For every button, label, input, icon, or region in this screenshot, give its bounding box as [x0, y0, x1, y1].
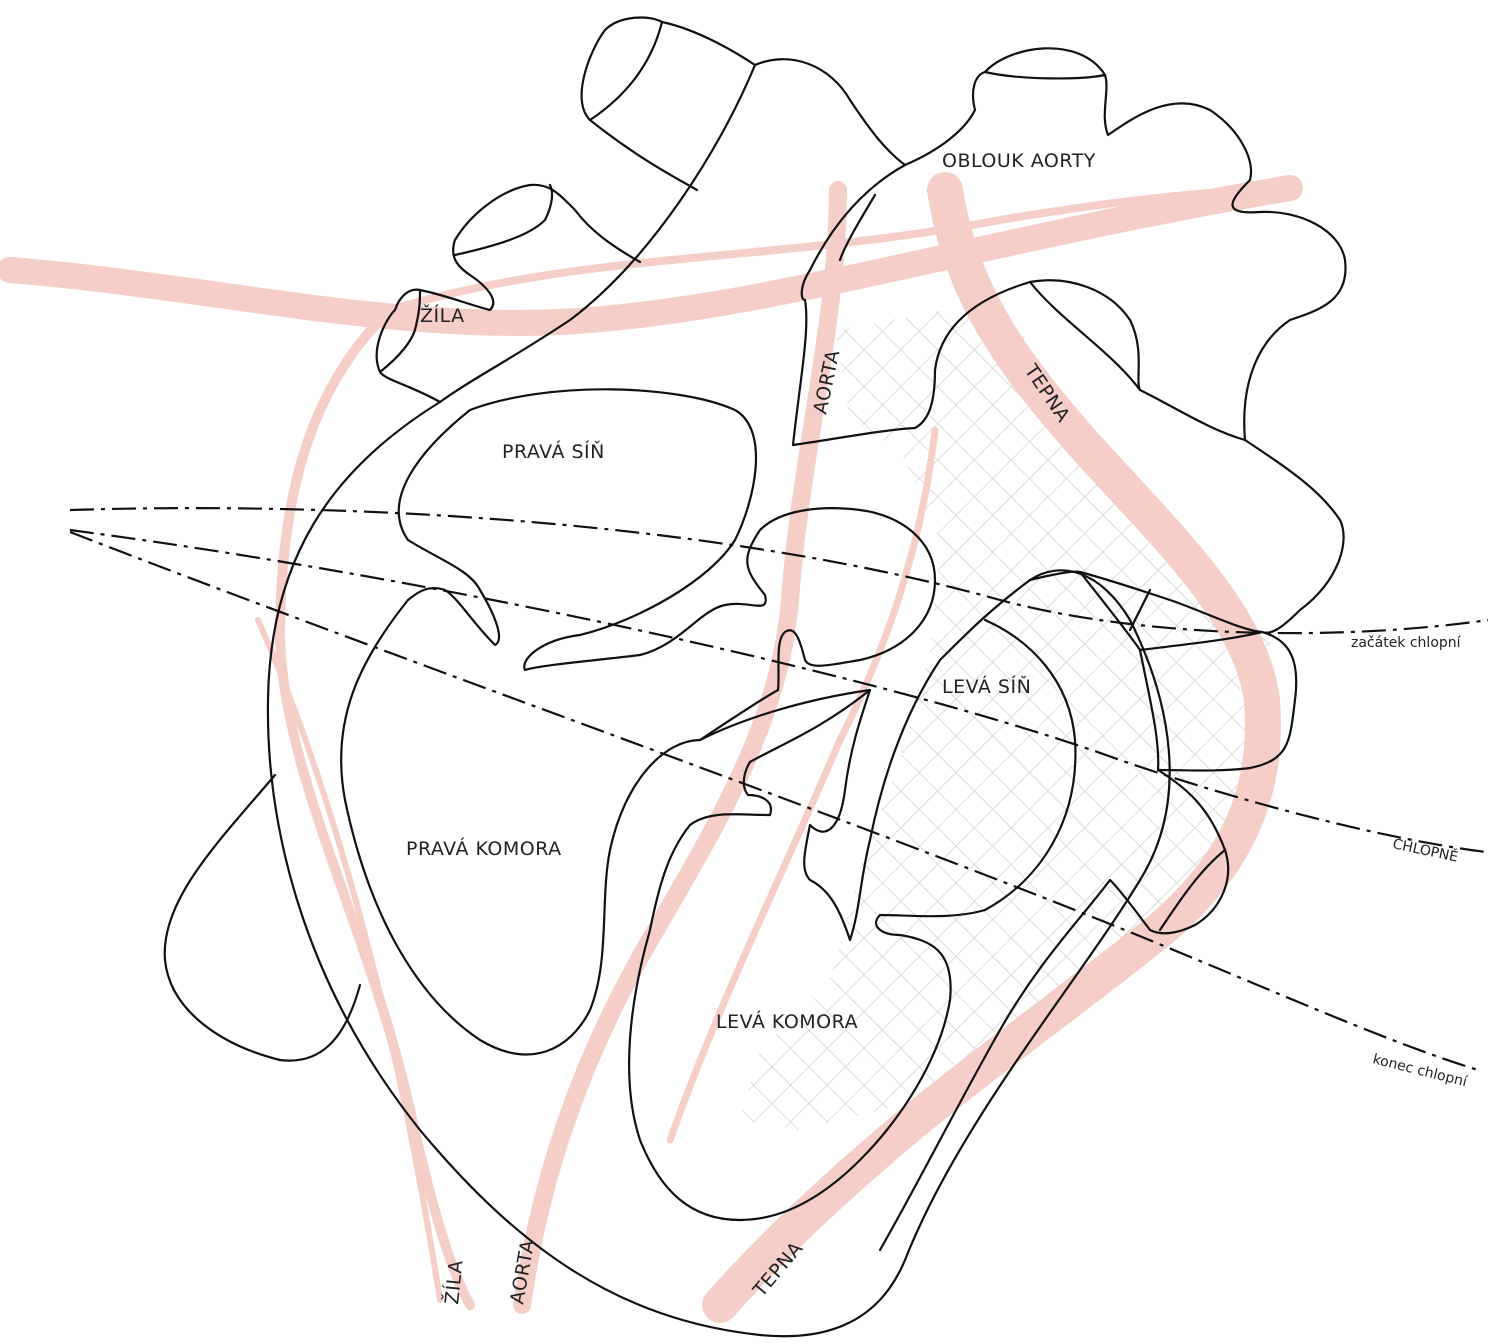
label-leva-sin: LEVÁ SÍŇ: [942, 675, 1031, 698]
label-prava-komora: PRAVÁ KOMORA: [406, 837, 562, 860]
label-chlopne: CHLOPNĚ: [1391, 835, 1459, 865]
aorta-trunk-left: [590, 120, 697, 190]
right-atrium: [399, 389, 935, 740]
label-prava-sin: PRAVÁ SÍŇ: [502, 440, 605, 463]
right-ventricle: [341, 600, 700, 1054]
vena-down-left-b: [258, 620, 440, 1300]
label-konec-chlopni: konec chlopní: [1371, 1051, 1470, 1090]
label-leva-komora: LEVÁ KOMORA: [716, 1010, 858, 1033]
arch-cap: [985, 48, 1105, 75]
label-oblouk-aorty: OBLOUK AORTY: [942, 150, 1096, 172]
top-cap-right: [662, 22, 905, 165]
label-zila-bottom: ŽÍLA: [440, 1259, 468, 1306]
top-cap: [582, 17, 662, 120]
label-zacatek-chlopni: začátek chlopní: [1351, 635, 1462, 651]
aorta-vertical: [522, 190, 838, 1305]
label-zila-top: ŽÍLA: [420, 304, 465, 327]
